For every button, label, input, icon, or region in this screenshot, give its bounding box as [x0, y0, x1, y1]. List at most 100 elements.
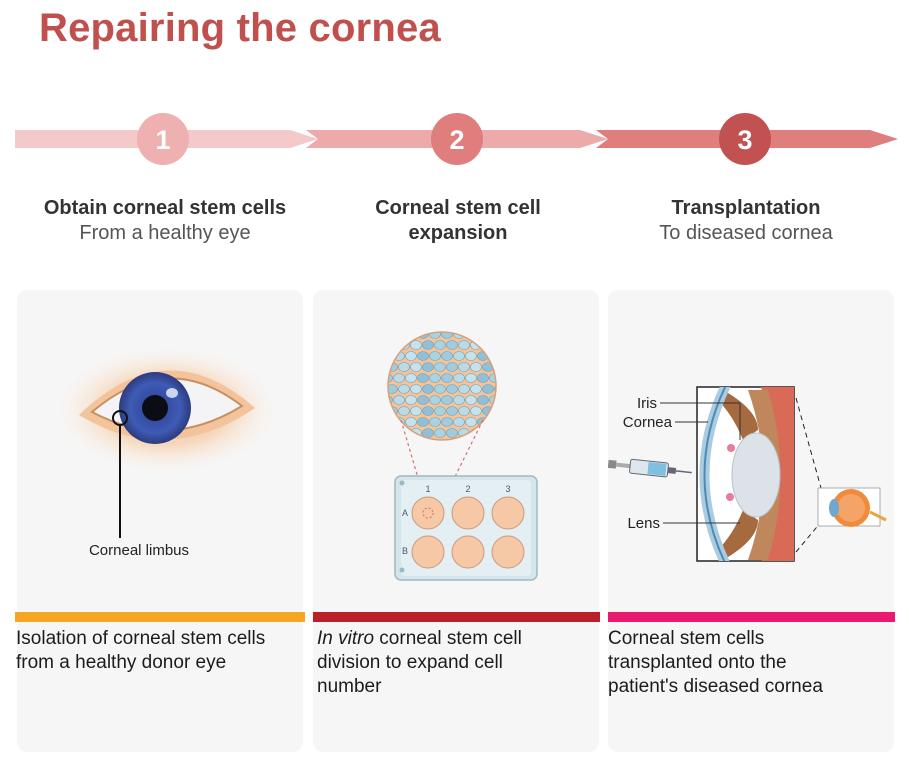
cell: [388, 384, 398, 394]
cell: [441, 351, 453, 361]
cell: [434, 428, 446, 438]
step-2-title: Corneal stem cell expansion: [375, 197, 541, 244]
cell: [470, 406, 482, 416]
cell: [434, 340, 446, 350]
cell: [458, 384, 470, 394]
cell: [422, 362, 434, 372]
cell: [494, 428, 496, 438]
cell: [429, 395, 441, 405]
cell: [446, 428, 458, 438]
cell: [398, 384, 410, 394]
svg-text:2: 2: [465, 484, 470, 494]
cell: [441, 373, 453, 383]
cell: [398, 428, 410, 438]
cell: [405, 351, 417, 361]
cell: [465, 351, 477, 361]
step-3-subtitle: To diseased cornea: [659, 222, 833, 244]
cornea-label: Cornea: [623, 414, 673, 431]
lens-label: Lens: [627, 515, 660, 532]
cell: [429, 373, 441, 383]
cell: [482, 428, 494, 438]
step-1-heading: Obtain corneal stem cells From a healthy…: [20, 196, 310, 246]
limbus-label: Corneal limbus: [89, 542, 189, 559]
cell: [441, 332, 453, 339]
cell: [388, 351, 393, 361]
lens: [731, 432, 781, 518]
page-title: Repairing the cornea: [39, 6, 441, 50]
cell: [410, 362, 422, 372]
step-2-color-bar: [313, 612, 600, 622]
cell: [417, 395, 429, 405]
cell: [410, 406, 422, 416]
cell: [422, 340, 434, 350]
step-number-2: 2: [449, 125, 464, 155]
cell: [393, 332, 405, 339]
pupil: [142, 395, 168, 421]
cell: [434, 384, 446, 394]
cell: [410, 340, 422, 350]
svg-text:A: A: [402, 508, 408, 518]
cell: [388, 332, 393, 339]
cell: [465, 395, 477, 405]
cell: [417, 373, 429, 383]
cell: [398, 406, 410, 416]
cell: [393, 395, 405, 405]
cell: [393, 373, 405, 383]
step-number-3: 3: [737, 125, 752, 155]
transplant-illustration: Iris Cornea Lens: [608, 386, 887, 562]
step-2-heading: Corneal stem cell expansion: [348, 196, 568, 246]
cell: [422, 384, 434, 394]
cell: [453, 373, 465, 383]
cell: [489, 332, 496, 339]
syringe-icon: [608, 458, 692, 478]
cell: [388, 417, 393, 427]
cell: [453, 351, 465, 361]
cell: [494, 362, 496, 372]
cell: [405, 332, 417, 339]
cell: [477, 395, 489, 405]
cell: [388, 428, 398, 438]
step-1-description: Isolation of corneal stem cells from a h…: [16, 628, 266, 673]
step-2-description: In vitro corneal stem cell division to e…: [317, 627, 562, 699]
step-3-description: Corneal stem cells transplanted onto the…: [608, 628, 823, 697]
cell: [398, 362, 410, 372]
iris-label: Iris: [637, 395, 657, 412]
cell: [458, 340, 470, 350]
cell: [441, 417, 453, 427]
svg-text:1: 1: [425, 484, 430, 494]
step-circle-3: [719, 113, 771, 165]
svg-text:3: 3: [505, 484, 510, 494]
cell: [405, 395, 417, 405]
cell-culture-illustration: 1 2 3 A B: [387, 331, 538, 581]
cell: [453, 417, 465, 427]
culture-plate: 1 2 3 A B: [394, 475, 538, 581]
cell: [465, 373, 477, 383]
step-2-description-text: corneal stem cell division to expand cel…: [317, 628, 522, 697]
cell: [494, 406, 496, 416]
cell: [405, 373, 417, 383]
cell: [446, 362, 458, 372]
cell: [429, 351, 441, 361]
cell: [458, 362, 470, 372]
cell: [446, 340, 458, 350]
step-circle-2: [431, 113, 483, 165]
cell: [417, 417, 429, 427]
eyeball-icon: [817, 487, 887, 527]
cell: [489, 417, 496, 427]
cell: [441, 395, 453, 405]
step-1-color-bar: [15, 612, 305, 622]
cell: [405, 417, 417, 427]
cell: [477, 373, 489, 383]
cell: [453, 395, 465, 405]
cell: [429, 332, 441, 339]
step-1-title: Obtain corneal stem cells: [43, 197, 287, 219]
cell: [494, 384, 496, 394]
cell: [465, 332, 477, 339]
cell: [417, 351, 429, 361]
cell: [494, 340, 496, 350]
cell: [422, 406, 434, 416]
cell: [470, 384, 482, 394]
healthy-eye-illustration: Corneal limbus: [57, 348, 277, 559]
cell: [446, 406, 458, 416]
cell: [458, 406, 470, 416]
